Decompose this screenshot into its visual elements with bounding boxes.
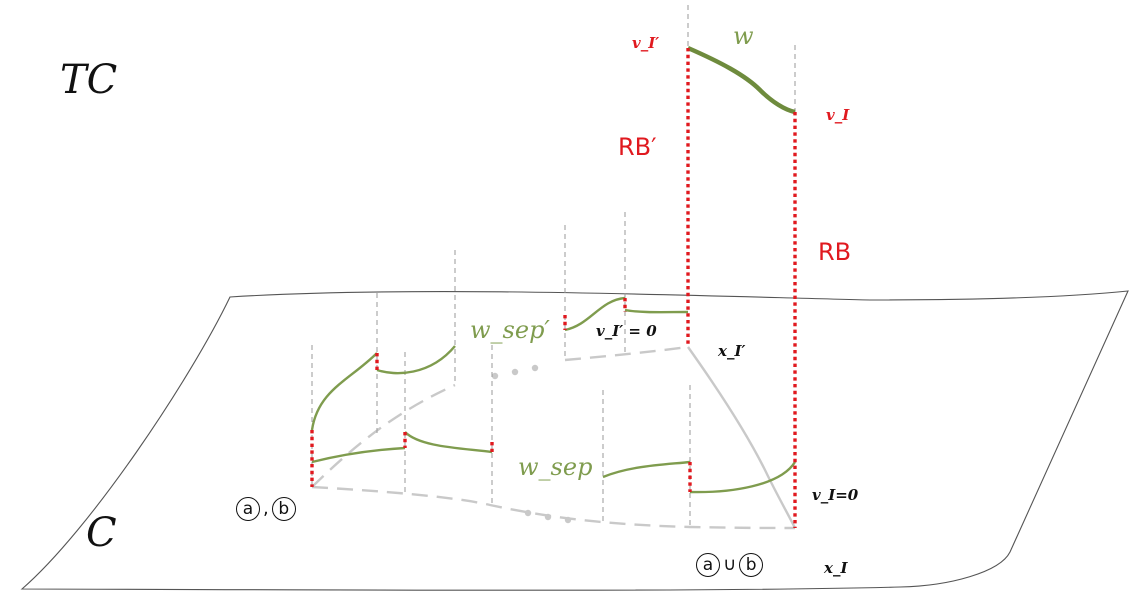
circle-b-icon: b	[739, 553, 764, 577]
red-boundaries	[310, 48, 797, 528]
v-i-prime-zero-label: v_I′ = 0	[596, 322, 657, 340]
ellipsis-lower	[524, 509, 572, 524]
x-i-label: x_I	[824, 559, 848, 577]
c-label: C	[86, 510, 117, 556]
w-sep-prime-label: w_sep′	[470, 316, 550, 344]
base-curve-lower	[311, 485, 796, 530]
a-union-b-label: a ∪ b	[696, 553, 764, 577]
ellipsis-upper	[491, 364, 539, 380]
a-comma-b-label: a , b	[236, 497, 296, 521]
union-sep: ∪	[723, 554, 737, 575]
x-i-prime-label: x_I′	[718, 342, 746, 360]
v-i-label: v_I	[826, 106, 850, 124]
base-curve-solid	[687, 346, 797, 529]
circle-a-icon: a	[696, 553, 720, 577]
base-curve-diagonal	[311, 383, 456, 488]
w-label: w	[733, 22, 754, 50]
vertical-guides	[311, 5, 796, 527]
v-i-zero-label: v_I=0	[812, 486, 859, 504]
comma-sep: ,	[263, 498, 269, 519]
circle-b-icon: b	[271, 497, 296, 521]
manifold-c-surface	[20, 290, 1129, 591]
rb-label: RB	[818, 238, 852, 266]
rb-prime-label: RB′	[618, 133, 657, 161]
circle-a-icon: a	[236, 497, 260, 521]
curve-w	[687, 45, 796, 115]
tc-label: TC	[60, 57, 118, 103]
base-curve-upper	[564, 345, 689, 362]
green-curves	[310, 296, 797, 494]
v-i-prime-label: v_I′	[632, 34, 660, 52]
w-sep-label: w_sep	[518, 453, 593, 481]
